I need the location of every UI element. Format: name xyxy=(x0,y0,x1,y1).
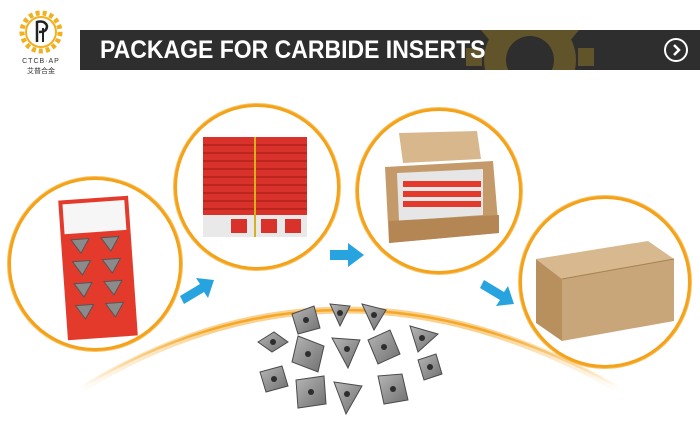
open-carton-image xyxy=(385,131,499,243)
insert-icon xyxy=(333,381,363,416)
insert-icon xyxy=(331,337,361,370)
title-banner: PACKAGE FOR CARBIDE INSERTS xyxy=(80,30,700,70)
chevron-right-icon xyxy=(673,44,681,56)
step-single-insert-box xyxy=(8,177,182,351)
next-button[interactable] xyxy=(664,38,688,62)
carbide-inserts-group xyxy=(257,303,443,416)
step-carton-with-boxes xyxy=(356,108,522,274)
logo-brand-cn: 艾普合金 xyxy=(27,67,55,75)
arrow-right-icon xyxy=(180,278,214,304)
stacked-boxes-image xyxy=(203,137,307,237)
logo-brand-text: CTCB·AP xyxy=(22,58,60,65)
gear-decoration-icon xyxy=(466,30,594,70)
company-logo: CTCB·AP 艾普合金 xyxy=(6,8,76,75)
sealed-carton-image xyxy=(536,241,675,341)
insert-box-image xyxy=(58,195,138,341)
step-sealed-carton xyxy=(519,196,691,368)
arrow-right-icon xyxy=(330,243,364,267)
step-stacked-insert-boxes xyxy=(174,104,340,270)
arrow-right-icon xyxy=(480,280,514,306)
banner-title: PACKAGE FOR CARBIDE INSERTS xyxy=(100,36,486,64)
logo-gear-icon xyxy=(19,10,63,54)
